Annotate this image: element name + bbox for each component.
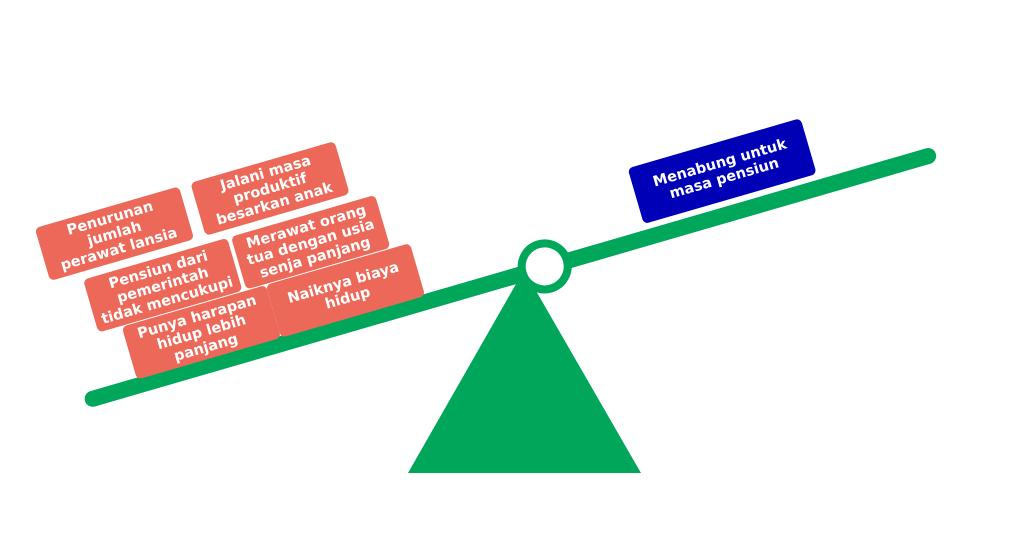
seesaw-diagram: Penurunan jumlah perawat lansia Pensiun … <box>34 118 939 473</box>
fulcrum-triangle <box>408 270 641 473</box>
